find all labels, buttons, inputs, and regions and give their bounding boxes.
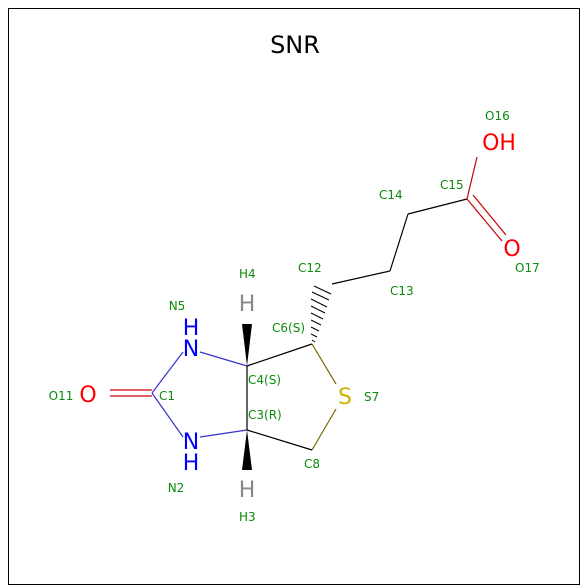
bond-c14-c15 <box>407 198 468 215</box>
label-c4: C4(S) <box>248 373 281 387</box>
label-c15: C15 <box>440 178 464 192</box>
molecule-structure: H N N H O S OH O H H N5 N2 C1 O11 C4(S) … <box>49 109 540 524</box>
label-o17: O17 <box>515 261 540 275</box>
bond-c15-o17-b <box>472 194 507 236</box>
bond-c1-n2 <box>151 392 184 438</box>
label-h4: H4 <box>239 267 256 281</box>
bond-c15-o16 <box>466 156 478 200</box>
label-n5: N5 <box>169 299 186 313</box>
label-o16: O16 <box>485 109 510 123</box>
atom-n5-h: H <box>183 316 200 341</box>
label-c12: C12 <box>298 261 322 275</box>
bond-c6-s7 <box>311 343 337 385</box>
diagram-frame: SNR <box>8 8 580 585</box>
label-h3: H3 <box>239 510 256 524</box>
bond-c15-o17 <box>466 198 503 242</box>
label-n2: N2 <box>168 481 185 495</box>
label-c3: C3(R) <box>248 408 282 422</box>
bond-s7-c8 <box>311 408 337 451</box>
atom-n2: N <box>183 430 199 455</box>
label-s7: S7 <box>364 390 379 404</box>
bond-c8-c3 <box>246 429 313 451</box>
diagram-title: SNR <box>270 31 320 59</box>
label-c14: C14 <box>379 188 403 202</box>
label-c8: C8 <box>304 457 320 471</box>
atom-h3: H <box>239 478 256 503</box>
atom-n5: N <box>183 337 199 362</box>
atom-o17: O <box>503 237 520 262</box>
atom-o11: O <box>79 383 96 408</box>
hashed-wedge-c6-c12 <box>310 285 332 343</box>
atom-s7: S <box>338 385 352 410</box>
bond-n5-c4 <box>199 351 248 367</box>
label-c13: C13 <box>390 284 414 298</box>
label-c1: C1 <box>159 389 175 403</box>
atom-n2-h: H <box>183 451 200 476</box>
bond-c1-n5 <box>151 351 184 394</box>
label-o11: O11 <box>49 389 74 403</box>
atom-o16: OH <box>482 131 516 156</box>
wedge-c3-h3 <box>242 430 252 470</box>
bond-c13-c14 <box>389 213 409 272</box>
atom-h4: H <box>239 292 256 317</box>
bond-n2-c3 <box>199 429 248 438</box>
bond-c12-c13 <box>331 270 391 285</box>
wedge-c4-h4 <box>242 324 252 366</box>
bond-c4-c6 <box>246 343 313 367</box>
label-c6: C6(S) <box>272 321 305 335</box>
